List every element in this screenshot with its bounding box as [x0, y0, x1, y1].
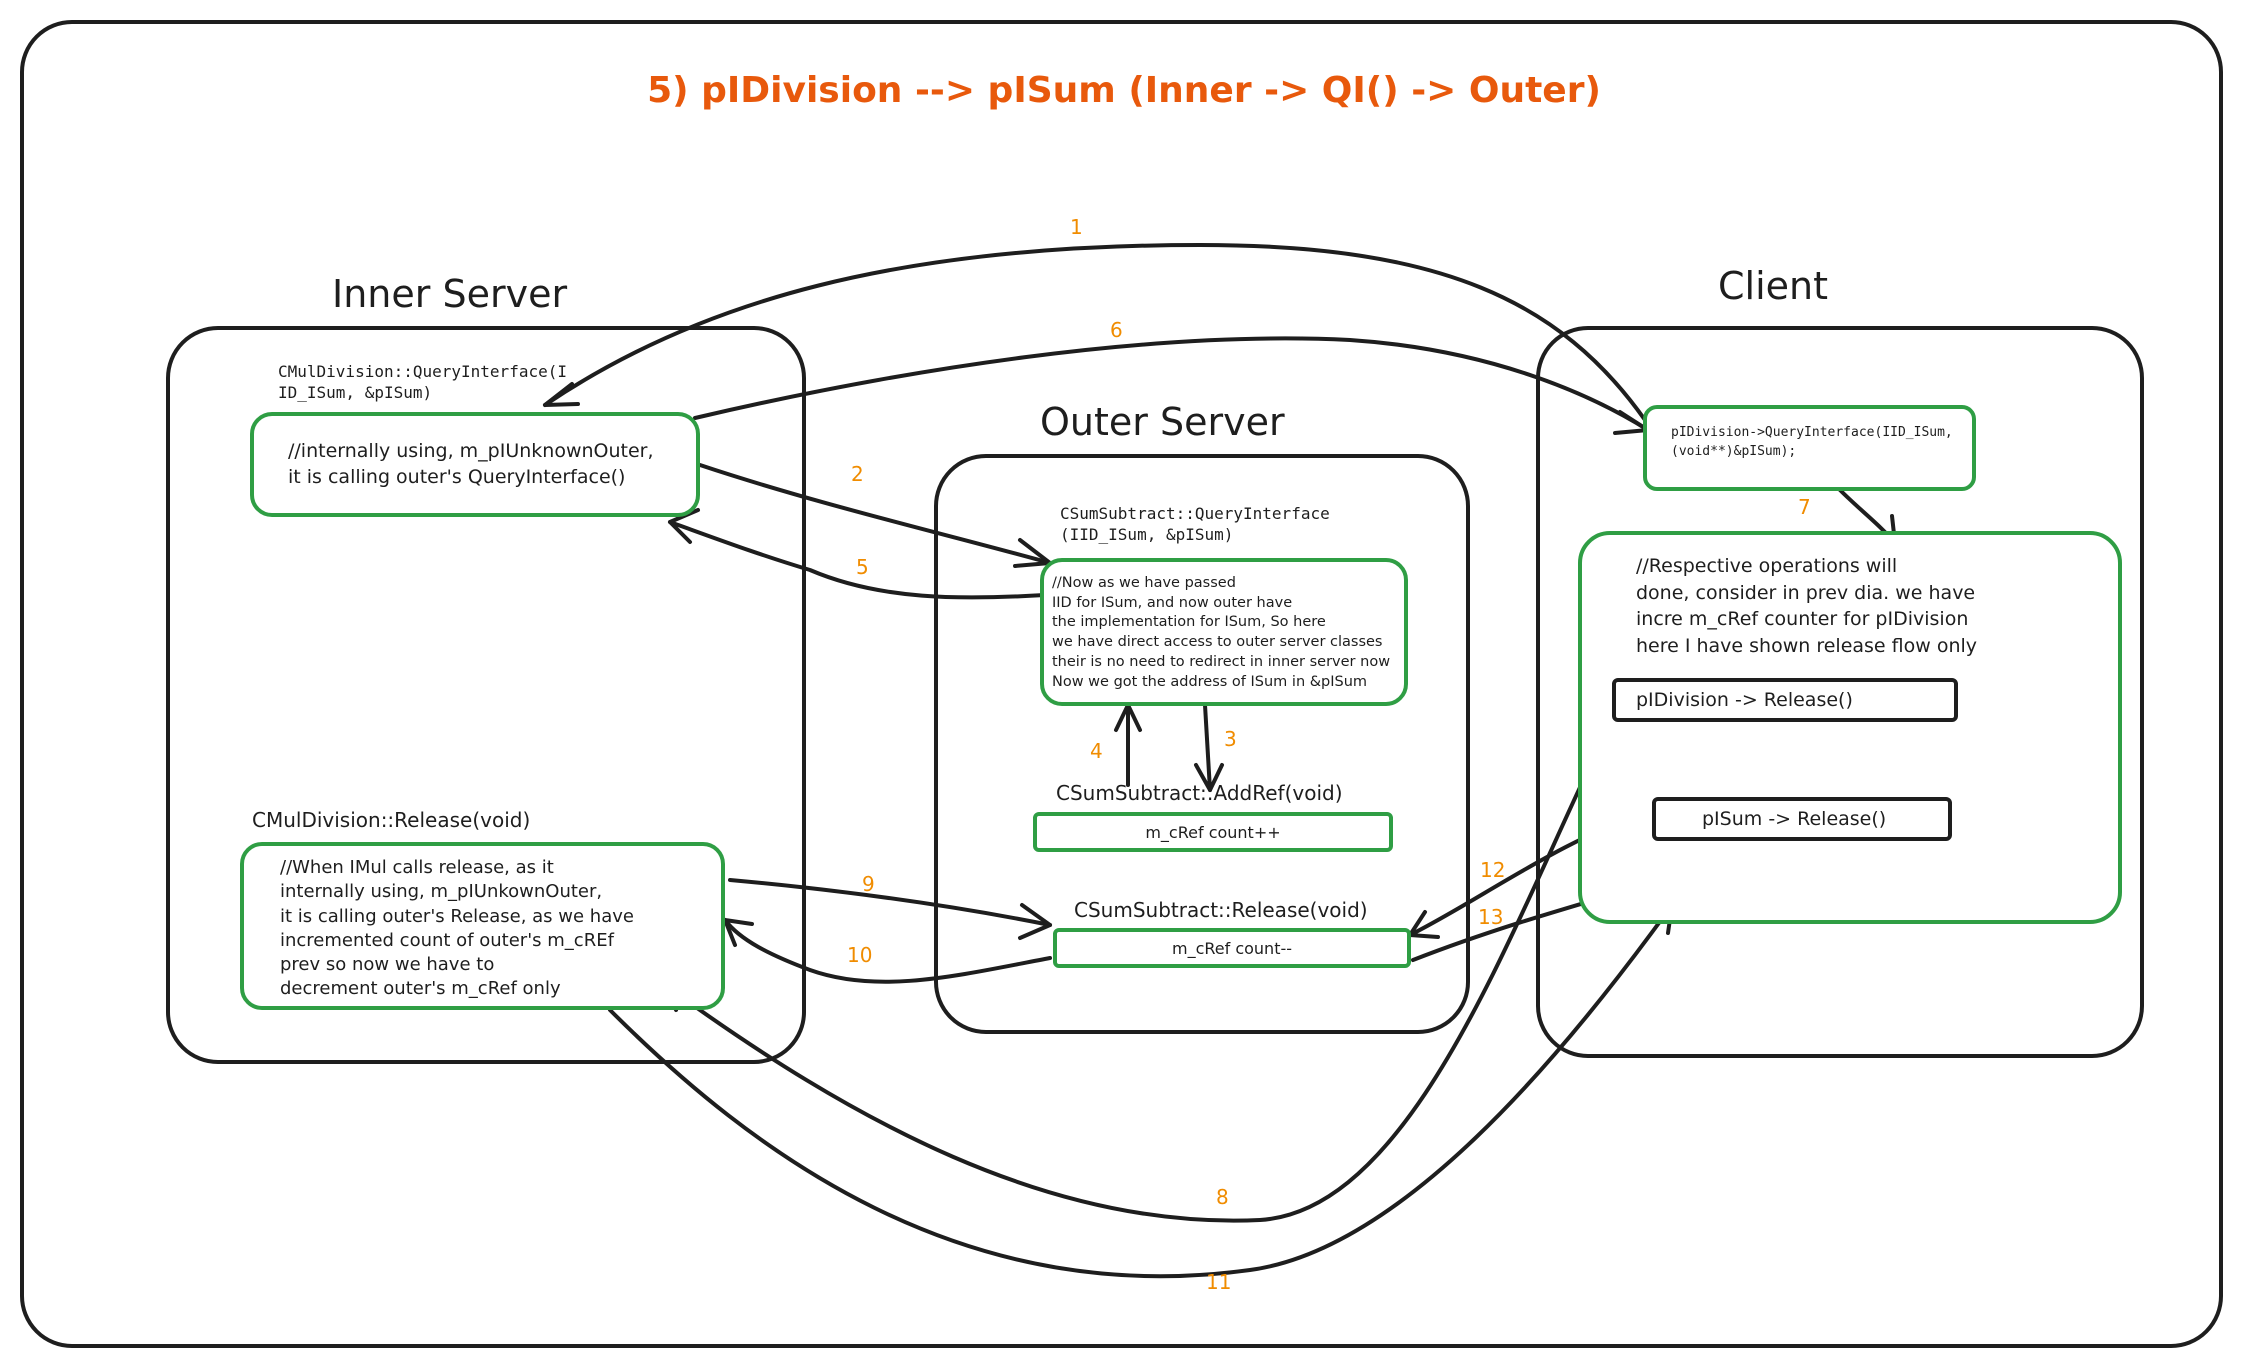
outer-server-title: Outer Server [1040, 400, 1285, 444]
outer-server-box [934, 454, 1470, 1034]
step-7: 7 [1798, 495, 1811, 519]
client-box [1536, 326, 2144, 1058]
inner-qi-caption: CMulDivision::QueryInterface(I ID_ISum, … [278, 362, 567, 402]
diagram-title: 5) pIDivision --> pISum (Inner -> QI() -… [647, 70, 1601, 111]
step-9: 9 [862, 872, 875, 896]
outer-qi-text: //Now as we have passed IID for ISum, an… [1052, 575, 1391, 690]
outer-release-box: m_cRef count-- [1053, 928, 1411, 968]
arrow-11 [608, 903, 1674, 1279]
inner-qi-text: //internally using, m_pIUnknownOuter, it… [288, 440, 654, 489]
step-1: 1 [1070, 215, 1083, 239]
client-qi-box: pIDivision->QueryInterface(IID_ISum, (vo… [1643, 405, 1976, 491]
step-4: 4 [1090, 739, 1103, 763]
outer-addref-caption: CSumSubtract::AddRef(void) [1056, 781, 1343, 805]
inner-server-title: Inner Server [332, 272, 568, 316]
client-note-text: //Respective operations will done, consi… [1636, 555, 1978, 657]
step-2: 2 [851, 462, 864, 486]
inner-release-caption: CMulDivision::Release(void) [252, 808, 531, 832]
outer-addref-text: m_cRef count++ [1145, 822, 1281, 842]
arrow-10 [723, 918, 1052, 984]
step-3: 3 [1224, 727, 1237, 751]
client-release-sum: pISum -> Release() [1652, 797, 1952, 841]
outer-addref-box: m_cRef count++ [1033, 812, 1393, 852]
client-release-division-text: pIDivision -> Release() [1636, 689, 1853, 711]
step-11: 11 [1206, 1270, 1232, 1294]
client-qi-text: pIDivision->QueryInterface(IID_ISum, (vo… [1671, 425, 1953, 459]
inner-server-box [166, 326, 806, 1064]
arrow-1 [543, 243, 1647, 422]
client-release-sum-text: pISum -> Release() [1702, 808, 1887, 830]
outer-qi-caption: CSumSubtract::QueryInterface (IID_ISum, … [1060, 504, 1330, 544]
arrow-5 [668, 520, 1047, 600]
inner-qi-box: //internally using, m_pIUnknownOuter, it… [250, 412, 700, 517]
arrow-2 [698, 463, 1052, 565]
step-13: 13 [1478, 905, 1504, 929]
outer-release-caption: CSumSubtract::Release(void) [1074, 898, 1368, 922]
arrow-6 [693, 336, 1650, 432]
outer-release-text: m_cRef count-- [1171, 938, 1293, 958]
arrow-8 [663, 713, 1617, 1223]
step-6: 6 [1110, 318, 1123, 342]
arrow-3 [1203, 703, 1212, 792]
client-title: Client [1718, 264, 1829, 308]
client-note-box: //Respective operations will done, consi… [1578, 531, 2122, 924]
step-5: 5 [856, 555, 869, 579]
inner-release-text: //When IMul calls release, as it interna… [280, 857, 634, 1000]
arrow-9 [728, 878, 1052, 927]
step-10: 10 [847, 943, 873, 967]
step-12: 12 [1480, 858, 1506, 882]
diagram-frame [20, 20, 2223, 1348]
step-8: 8 [1216, 1185, 1229, 1209]
inner-release-box: //When IMul calls release, as it interna… [240, 842, 725, 1010]
outer-qi-box: //Now as we have passed IID for ISum, an… [1040, 558, 1408, 706]
client-release-division: pIDivision -> Release() [1612, 678, 1958, 722]
